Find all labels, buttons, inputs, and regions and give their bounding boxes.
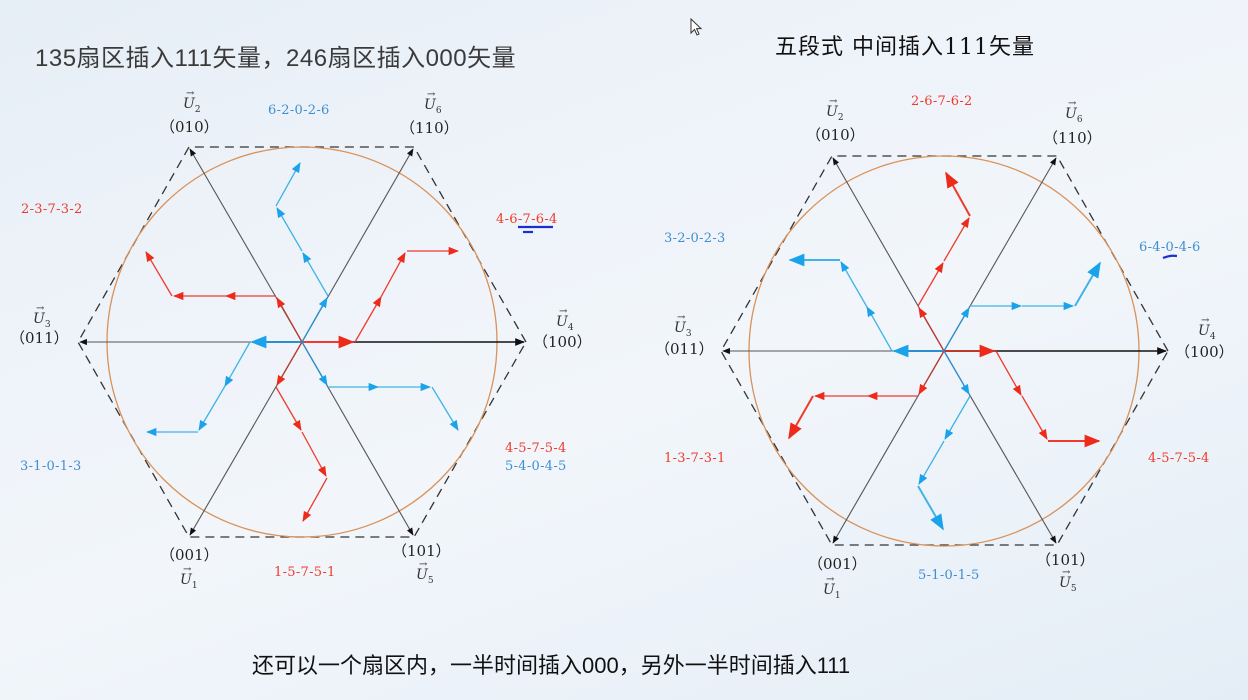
left-seq-top: 6-2-0-2-6 — [268, 103, 330, 118]
right-seq-upper-left: 3-2-0-2-3 — [664, 231, 726, 246]
left-red-traj-sector1 — [302, 246, 460, 349]
left-blue-traj-sector4 — [145, 335, 302, 437]
mouse-pointer-icon — [690, 18, 703, 36]
right-red-traj-sector2 — [917, 171, 971, 352]
left-blue-traj-sector2 — [275, 162, 329, 343]
right-vector-u3-code: （011） — [655, 340, 714, 358]
right-blue-traj-sector3 — [788, 253, 944, 358]
left-blue-traj-sector6 — [301, 341, 459, 431]
left-red-traj-sector3 — [145, 251, 303, 343]
left-seq-upper-left: 2-3-7-3-2 — [21, 202, 83, 217]
left-vector-u2-name: →U2 — [183, 88, 201, 115]
right-vector-u6-name: →U6 — [1065, 98, 1083, 125]
left-vector-u1-name: →U1 — [180, 564, 198, 591]
right-seq-top: 2-6-7-6-2 — [911, 94, 973, 109]
left-vector-u4-name: →U4 — [556, 306, 574, 333]
right-vector-u1-name: →U1 — [823, 574, 841, 601]
right-vector-u3-name: →U3 — [674, 312, 692, 339]
left-vector-u2-code: （010） — [160, 118, 219, 136]
right-vector-u2-name: →U2 — [826, 96, 844, 123]
right-vector-u5-name: →U5 — [1059, 567, 1077, 594]
right-blue-traj-sector1 — [943, 261, 1101, 352]
left-diagram — [77, 146, 553, 538]
left-title: 135扇区插入111矢量，246扇区插入000矢量 — [35, 45, 517, 72]
right-vector-u5-code: （101） — [1036, 551, 1095, 569]
right-red-traj-sector6 — [944, 344, 1101, 448]
right-blue-traj-sector5 — [917, 350, 971, 531]
left-vector-u1-code: （001） — [160, 546, 219, 564]
right-vector-u4-code: （100） — [1175, 343, 1234, 361]
right-seq-lower-right: 4-5-7-5-4 — [1148, 451, 1210, 466]
left-seq-bottom: 1-5-7-5-1 — [274, 565, 336, 580]
right-seq-bottom: 5-1-0-1-5 — [918, 568, 980, 583]
right-vector-u1-code: （001） — [808, 555, 867, 573]
left-vector-u6-name: →U6 — [424, 89, 442, 116]
left-vector-u3-code: （011） — [10, 329, 69, 347]
left-vector-u5-name: →U5 — [416, 559, 434, 586]
left-seq-lower-left: 3-1-0-1-3 — [20, 459, 82, 474]
right-red-traj-sector4 — [788, 350, 945, 440]
left-seq-lower-right-red: 4-5-7-5-4 — [505, 441, 567, 456]
left-vector-u5-code: （101） — [392, 542, 451, 560]
right-vector-u2-code: （010） — [806, 126, 865, 144]
right-seq-upper-right: 6-4-0-4-6 — [1139, 240, 1201, 255]
left-vector-u4-code: （100） — [533, 333, 592, 351]
left-seq-lower-right-blue: 5-4-0-4-5 — [505, 459, 567, 474]
left-vector-u3-name: →U3 — [33, 303, 51, 330]
right-seq-lower-left: 1-3-7-3-1 — [664, 451, 726, 466]
footer-caption: 还可以一个扇区内，一半时间插入000，另外一半时间插入111 — [252, 653, 851, 678]
left-seq-upper-right: 4-6-7-6-4 — [496, 212, 558, 227]
right-vector-u4-name: →U4 — [1198, 315, 1216, 342]
left-red-traj-sector5 — [275, 341, 328, 522]
right-diagram — [720, 155, 1178, 547]
right-title: 五段式 中间插入111矢量 — [775, 35, 1035, 60]
right-vector-u6-code: （110） — [1043, 129, 1102, 147]
left-vector-u6-code: （110） — [400, 119, 459, 137]
